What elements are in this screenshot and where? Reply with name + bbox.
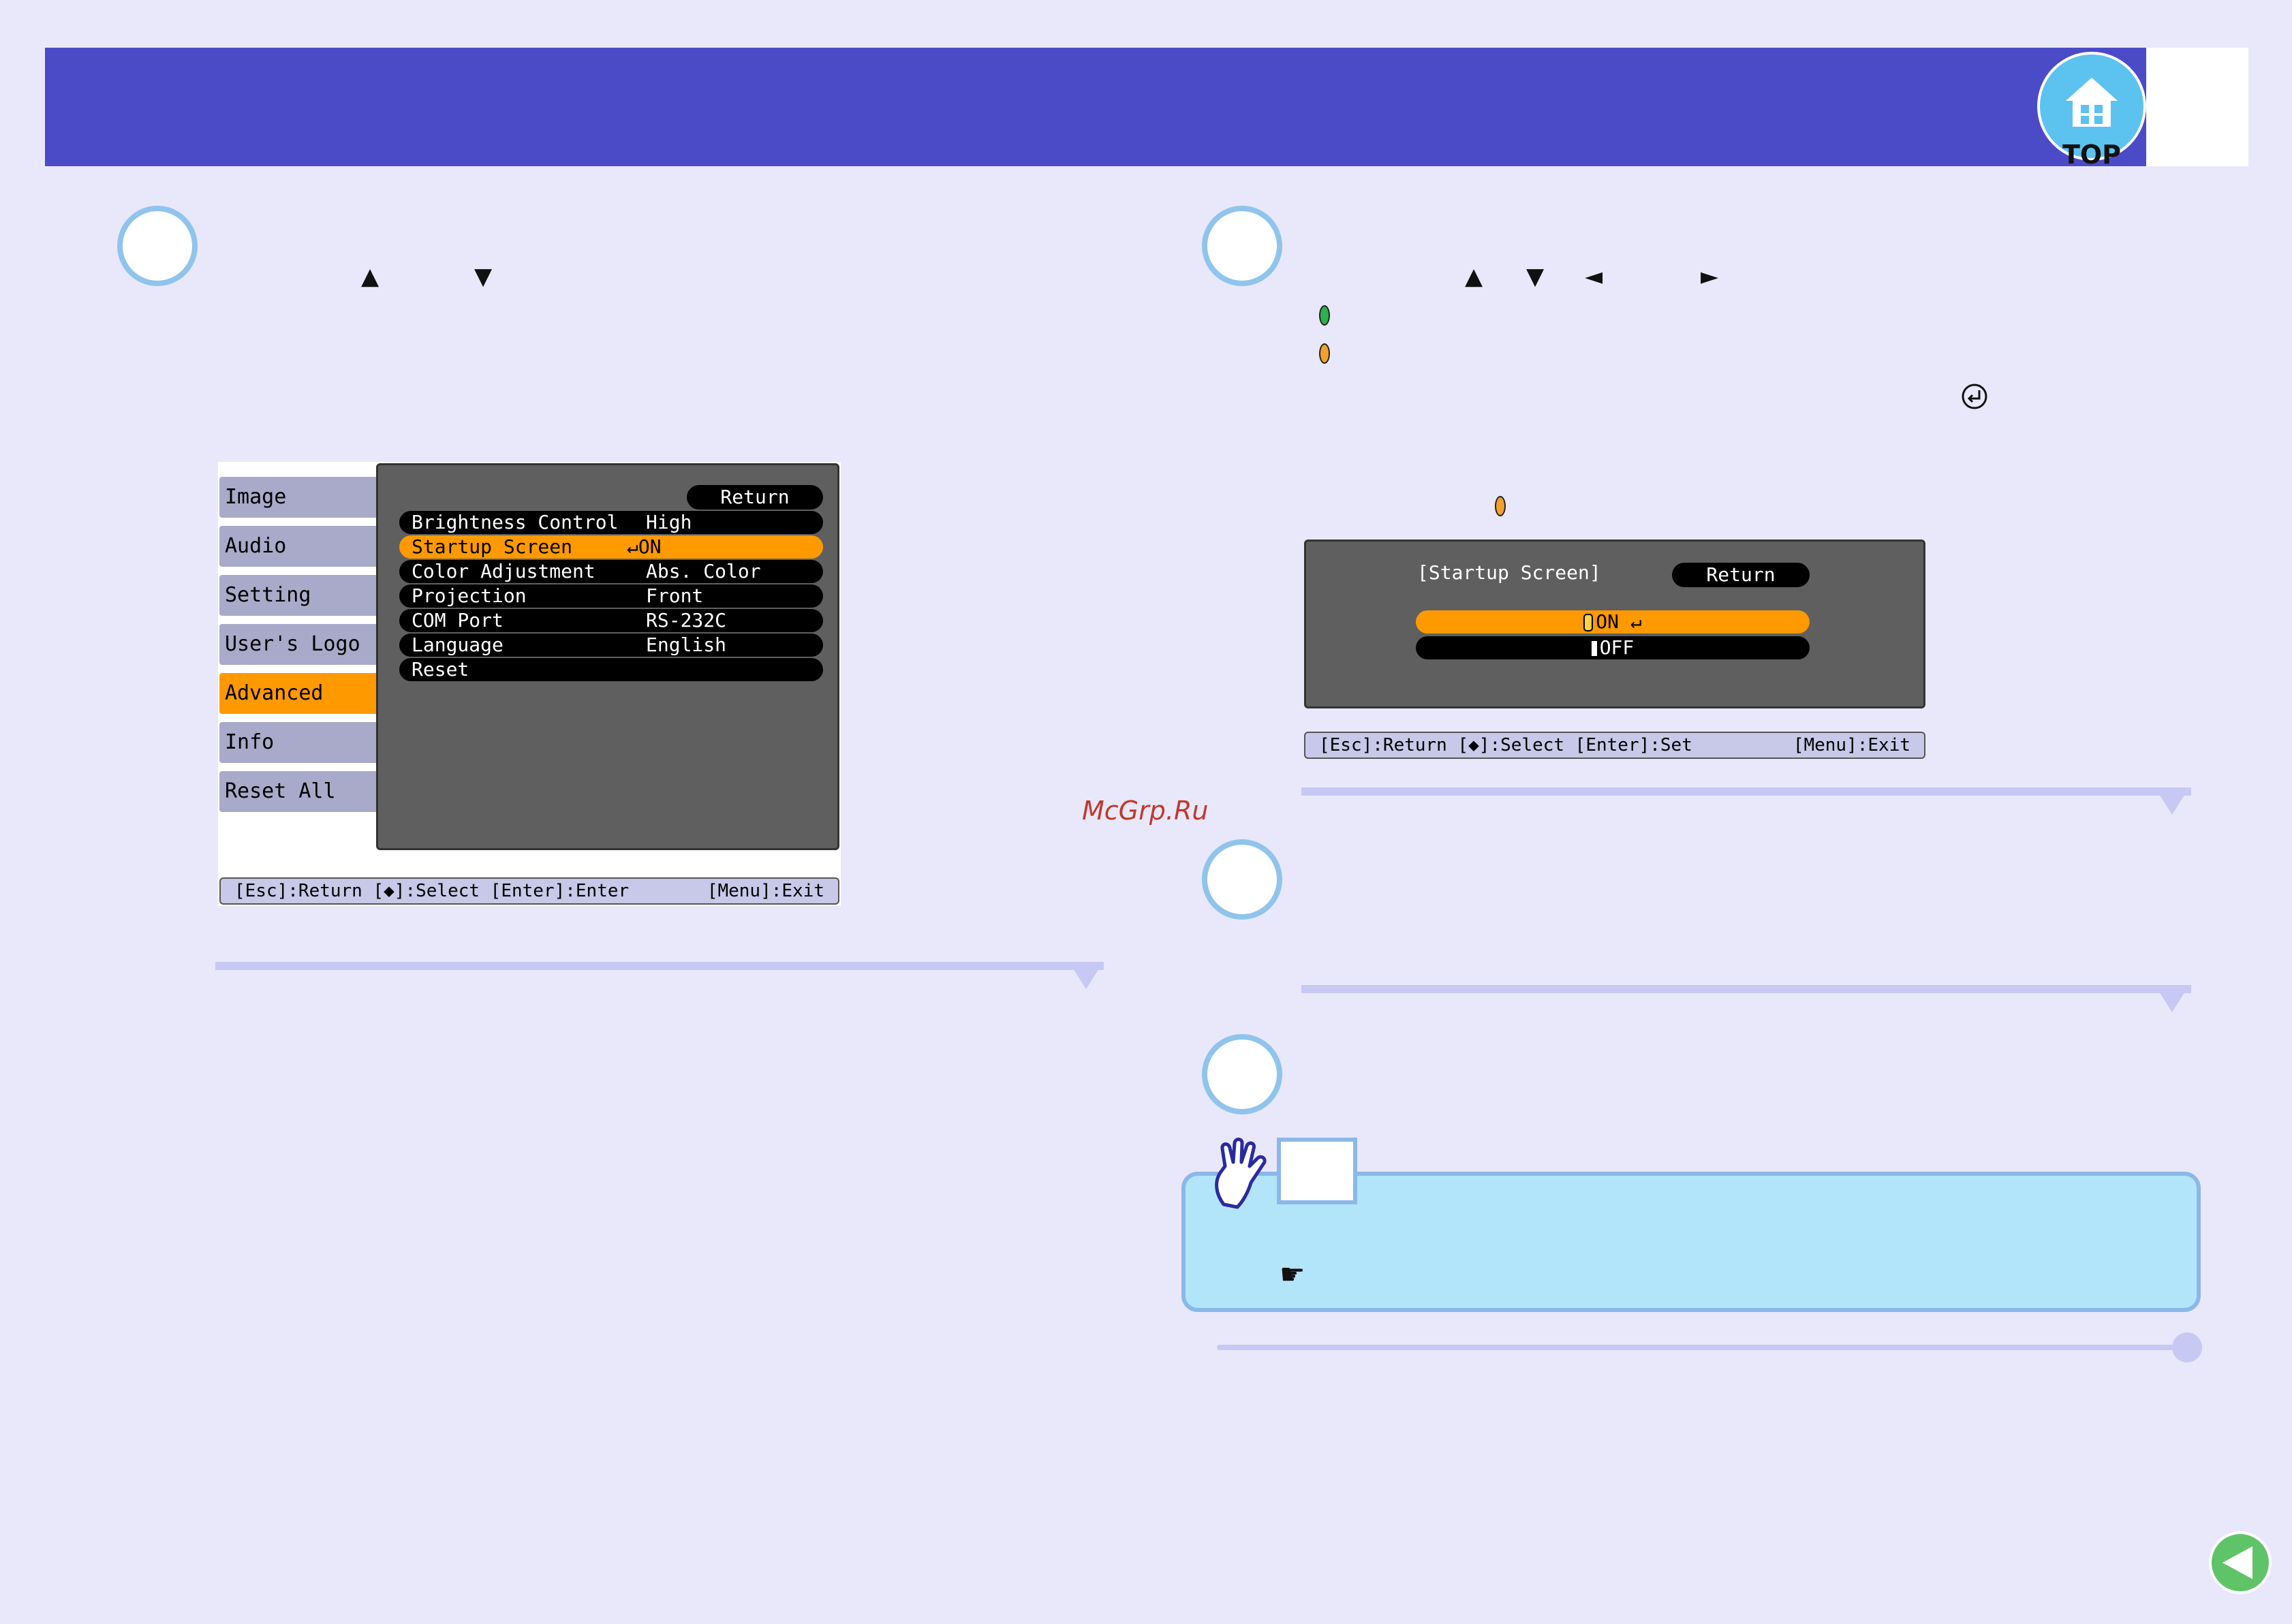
step-marker [1202,206,1282,286]
menu-return-button[interactable]: Return [687,485,823,510]
startup-dialog-title: [Startup Screen] [1417,561,1601,584]
right-arrow-icon: ► [1701,263,1719,290]
orange-lamp-icon [1495,496,1506,516]
menu-tab-setting[interactable]: Setting [219,575,398,616]
down-arrow-icon: ▼ [1526,263,1545,290]
startup-footer-bar: [Esc]:Return [◆]:Select [Enter]:Set [Men… [1304,732,1925,759]
menu-footer-bar: [Esc]:Return [◆]:Select [Enter]:Enter [M… [219,877,839,905]
enter-key-icon [1962,384,1987,409]
back-arrow-icon[interactable] [2208,1530,2273,1595]
left-arrow-icon: ◄ [1585,263,1603,290]
section-rule-arrow [1070,963,1102,989]
startup-option-on[interactable]: ON ↵ [1416,610,1810,634]
lamp-indicator-icon [1591,641,1597,656]
section-rule [1301,985,2191,993]
up-arrow-icon: ▲ [361,263,380,290]
menu-tab-reset-all[interactable]: Reset All [219,771,398,812]
top-home-icon[interactable]: TOP [2036,50,2148,169]
top-logo-text: TOP [2062,140,2121,169]
menu-row-startup-screen[interactable]: Startup Screen↵ON [399,535,823,559]
section-rule [215,962,1104,970]
section-rule-arrow [2156,789,2188,815]
menu-footer-keys: [Esc]:Return [◆]:Select [Enter]:Enter [234,881,630,901]
startup-return-button[interactable]: Return [1672,563,1810,587]
header-bar [45,48,2146,166]
note-rule [1217,1345,2184,1350]
menu-footer-exit: [Menu]:Exit [707,881,824,901]
menu-tab-users-logo[interactable]: User's Logo [219,624,398,665]
green-lamp-icon [1319,305,1330,326]
hand-pointer-icon [1215,1138,1267,1209]
menu-tab-audio[interactable]: Audio [219,526,398,567]
step-marker [117,206,198,286]
step-marker [1202,839,1282,920]
lamp-indicator-icon [1583,614,1594,631]
tip-box-tab [1277,1138,1357,1204]
orange-lamp-icon [1319,343,1330,364]
up-arrow-icon: ▲ [1465,263,1483,290]
note-rule-end [2172,1332,2202,1362]
section-rule [1301,787,2191,796]
startup-footer-exit: [Menu]:Exit [1793,735,1910,755]
header-corner [2146,48,2248,166]
startup-footer-keys: [Esc]:Return [◆]:Select [Enter]:Set [1319,735,1692,755]
pointing-finger-icon: ☛ [1280,1258,1305,1291]
down-arrow-icon: ▼ [474,263,493,290]
step-marker [1202,1034,1282,1114]
section-rule-arrow [2156,986,2188,1012]
startup-option-off[interactable]: OFF [1416,636,1810,659]
menu-row-reset[interactable]: Reset [399,658,823,681]
menu-tab-image[interactable]: Image [219,477,398,518]
menu-tab-advanced[interactable]: Advanced [219,673,387,714]
menu-tab-info[interactable]: Info [219,722,398,763]
watermark: McGrp.Ru [1082,796,1209,826]
